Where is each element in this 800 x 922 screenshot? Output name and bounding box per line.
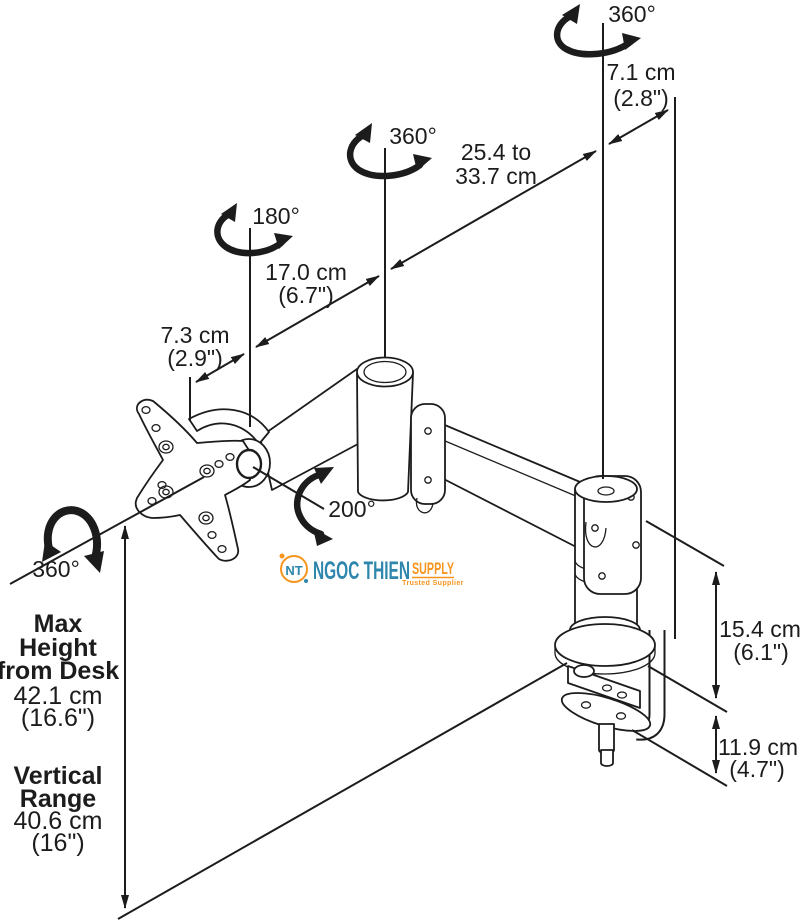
cable-clip-left (415, 497, 434, 514)
bracket-screw (632, 541, 640, 549)
lower-arm (410, 403, 593, 553)
clamp-boss (573, 664, 595, 678)
post-top-ring (574, 475, 638, 503)
dim-label-17-0cm-in: (6.7") (278, 282, 333, 308)
rotation-label-top: 360° (608, 1, 656, 27)
ext-line-desk-level (647, 665, 728, 713)
max-height-line2: Height (19, 634, 97, 662)
upper-arm-tube (259, 368, 372, 491)
post-top (574, 475, 638, 503)
base-plate (554, 616, 656, 675)
clamp-channel (636, 630, 666, 741)
lower-arm-link (433, 422, 593, 553)
dim-label-33-7: 33.7 cm (455, 163, 537, 189)
lower-arm-top-face (437, 437, 591, 503)
upper-arm (259, 368, 372, 491)
base-disc-rim (554, 646, 656, 675)
clamp-bar-hole (601, 684, 613, 692)
bracket-screw (591, 524, 599, 532)
logo-ring-dot-orange (279, 553, 285, 559)
rotation-arrow-mid-icon (346, 123, 432, 180)
hub-top-ring-inner (363, 360, 407, 384)
vesa-plate-outline (134, 398, 253, 562)
clamp-rod-lower (598, 723, 615, 755)
arm-hub (356, 356, 414, 502)
dim-label-11-9cm-in: (4.7") (729, 756, 784, 782)
vesa-plate-holes (141, 405, 235, 554)
max-height-value-cm: 42.1 cm (14, 682, 103, 710)
clamp-bar-hole (616, 691, 628, 699)
dim-label-7-1cm-in: (2.8") (613, 85, 668, 111)
post-bracket (583, 475, 642, 595)
max-height-value-in: (16.6") (21, 704, 95, 732)
dim-line-7-3cm (195, 353, 245, 383)
logo-ring (280, 555, 308, 583)
vesa-plate (134, 398, 253, 562)
arm-screw (424, 476, 432, 484)
max-height-line3: from Desk (0, 657, 119, 685)
ext-line-arm-pivot (645, 520, 725, 567)
rotation-arrow-top-icon (553, 4, 641, 58)
dim-line-17-0cm (255, 275, 380, 348)
hub-body (356, 372, 414, 502)
logo-suffix: SUPPLY (412, 559, 454, 578)
max-height-line1: Max (34, 610, 83, 638)
bracket-screw (598, 572, 606, 580)
rotation-arrow-elbow-icon (294, 467, 334, 546)
dim-line-7-1cm (608, 109, 669, 145)
dim-label-11-9cm: 11.9 cm (718, 734, 798, 760)
logo-ring-dot-blue (304, 579, 308, 583)
rotation-label-mid: 360° (389, 123, 437, 149)
dim-label-7-1cm: 7.1 cm (606, 59, 675, 85)
tilt-bracket (188, 408, 270, 445)
vertical-range-label: Vertical Range 40.6 cm (16") (14, 762, 103, 857)
pointer-line-200 (252, 466, 325, 510)
tilt-joint-ring (235, 448, 263, 480)
dim-label-7-3cm-in: (2.9") (167, 345, 222, 371)
lower-arm-end-plate (410, 403, 446, 505)
vertical-range-value-in: (16") (31, 829, 84, 857)
dim-label-17-0cm: 17.0 cm (265, 259, 347, 285)
vertical-range-line1: Vertical (14, 762, 103, 790)
desk-baseline (117, 662, 568, 920)
post-top-hole (597, 486, 615, 496)
rotation-arrow-head-icon (214, 203, 293, 257)
rotation-axis-line-head (9, 476, 205, 585)
dim-label-25-4: 25.4 to (461, 139, 531, 165)
rotation-label-head: 180° (252, 203, 300, 229)
rotation-arrow-base-icon (42, 506, 104, 573)
logo-tagline: Trusted Supplier (402, 580, 464, 587)
logo-monogram: NT (285, 563, 302, 578)
dim-label-15-4cm: 15.4 cm (719, 616, 800, 642)
vertical-range-line2: Range (20, 785, 97, 813)
vertical-range-value-cm: 40.6 cm (14, 807, 103, 835)
monitor-arm-drawing (134, 356, 666, 767)
dim-label-15-4cm-in: (6.1") (733, 639, 788, 665)
cable-clip-right (584, 521, 607, 548)
rotation-label-elbow: 200° (328, 496, 376, 522)
base-disc (554, 623, 656, 667)
dim-label-7-3cm: 7.3 cm (160, 322, 229, 348)
arm-screw (424, 427, 432, 435)
logo-name: NGOC THIEN (313, 557, 410, 585)
desk-clamp (560, 664, 652, 767)
ext-line-clamp-bottom (631, 729, 728, 787)
max-height-label: Max Height from Desk 42.1 cm (16.6") (0, 610, 119, 732)
clamp-foot-hole (580, 701, 592, 709)
dim-line-25-4cm (390, 150, 597, 270)
clamp-rod-tip (600, 749, 614, 767)
clamp-channel-inner (636, 630, 664, 739)
rotation-label-base: 360° (32, 556, 80, 582)
clamp-foot-hole (615, 712, 627, 720)
brand-logo: NT NGOC THIEN SUPPLY Trusted Supplier (279, 553, 464, 587)
